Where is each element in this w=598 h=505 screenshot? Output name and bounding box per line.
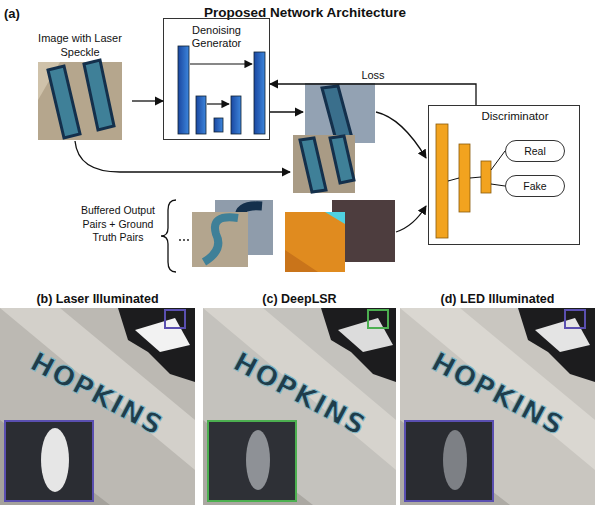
flow-arrow: [396, 206, 426, 232]
fabric-shadow: [400, 420, 510, 505]
output-pill: Fake: [505, 175, 565, 197]
zoom-inset: [5, 421, 93, 501]
arrow-connector: [132, 100, 163, 101]
logo-shape: [535, 318, 590, 352]
node-text: (d) LED Illuminated: [400, 291, 595, 307]
encoder-bar: [178, 46, 189, 134]
zoom-marker: [165, 310, 185, 328]
node-text: (b) Laser Illuminated: [0, 291, 195, 307]
zoom-inset: [208, 421, 296, 501]
image-corner: [325, 212, 345, 224]
result-panel: (c) DeepLSR: [203, 291, 396, 505]
flow-arrow: [270, 111, 303, 112]
logo-shape: [518, 308, 595, 382]
node-text: Denoising Generator: [164, 19, 269, 50]
logo-shape: [321, 308, 396, 382]
decoder-bar: [231, 96, 241, 134]
logo-shape: [135, 318, 190, 352]
ground-truth-image: [285, 212, 345, 272]
specular-highlight: [41, 428, 69, 492]
inset-detail: [443, 430, 467, 490]
fabric-shadow: [0, 420, 110, 505]
logo-shape: [118, 308, 195, 382]
arrow-connector: [270, 84, 476, 105]
zoom-marker: [565, 310, 585, 328]
zoom-inset: [405, 421, 493, 501]
input-image-panel: Image with Laser Speckle: [28, 32, 132, 142]
lettering: HOPKINS: [6, 335, 188, 452]
ellipsis-dot: [183, 239, 185, 241]
letter-shape: [322, 86, 352, 140]
letter-shape: [300, 138, 326, 192]
result-image: [203, 308, 396, 505]
ellipsis-dot: [187, 239, 189, 241]
panel-letter: (a): [4, 6, 34, 21]
image-shade: [285, 250, 318, 272]
bottleneck-bar: [214, 118, 223, 132]
skip-arrow: [207, 103, 229, 104]
letter-shape: [330, 136, 354, 183]
result-panel: (b) Laser Illuminated: [0, 291, 195, 505]
bar-link: [448, 178, 459, 181]
fabric-shadow: [203, 420, 313, 505]
lettering: HOPKINS: [209, 335, 391, 452]
edge-label: Loss: [361, 69, 384, 81]
encoder-bar: [196, 96, 206, 134]
node-text: Fake: [506, 176, 564, 196]
result-image: [400, 308, 595, 505]
output-pill: Real: [505, 140, 565, 162]
brace: [161, 200, 176, 272]
node-text: (c) DeepLSR: [203, 291, 396, 307]
figure-title: Proposed Network Architecture: [12, 5, 598, 20]
letter-shape: [84, 60, 114, 130]
lettering: HOPKINS: [407, 335, 589, 452]
node-text: Real: [506, 141, 564, 161]
zoom-marker: [368, 310, 388, 328]
output-link: [491, 151, 505, 170]
discriminator-bar: [436, 124, 448, 238]
discriminator-bar: [481, 161, 491, 193]
logo-shape: [338, 318, 393, 352]
bar-link: [470, 177, 481, 178]
letter-shape: [48, 66, 80, 138]
output-link: [491, 184, 505, 186]
node-text: Discriminator: [429, 106, 579, 122]
letter-shape: [204, 217, 238, 262]
skip-arrow: [190, 63, 252, 64]
output-image: [305, 83, 375, 143]
flow-arrow: [376, 112, 426, 158]
flow-arrow: [75, 141, 290, 172]
note-text: Buffered Output Pairs + Ground Truth Pai…: [78, 204, 158, 245]
output-image: [293, 135, 355, 193]
inset-detail: [246, 430, 270, 490]
discriminator-box: DiscriminatorRealFake: [428, 105, 580, 245]
ellipsis-dot: [179, 239, 181, 241]
decoder-bar: [254, 52, 265, 134]
discriminator-bar: [459, 144, 470, 212]
result-image: [0, 308, 195, 505]
buffered-image: [192, 212, 248, 267]
generator-box: Denoising Generator: [163, 18, 270, 140]
node-text: Image with Laser Speckle: [28, 32, 132, 60]
result-panel: (d) LED Illuminated: [400, 291, 595, 505]
